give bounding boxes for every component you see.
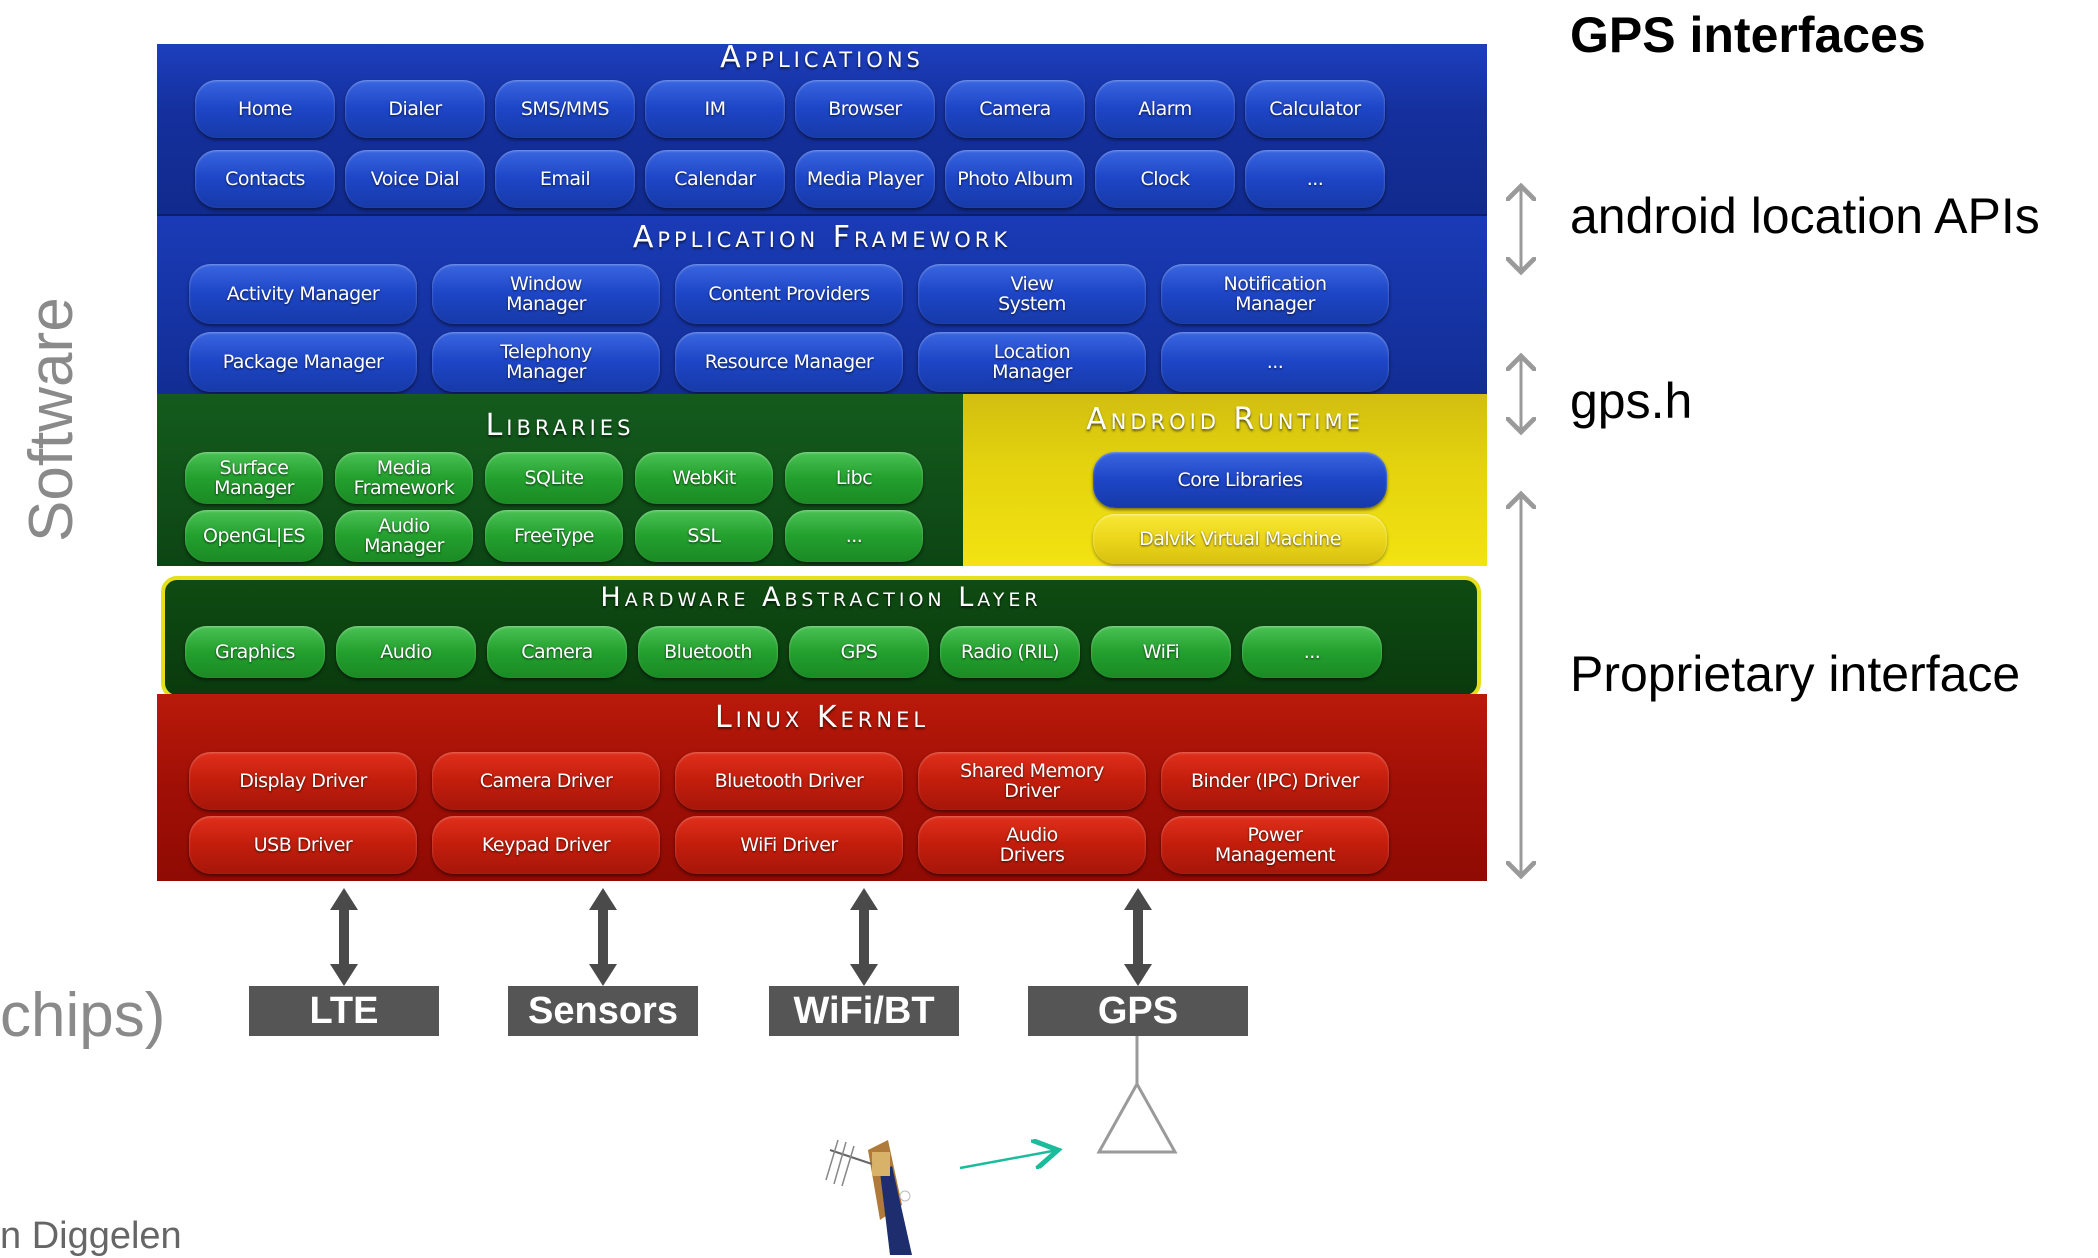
layer-item-contacts: Contacts [195, 150, 335, 208]
gps-double-arrow [1124, 888, 1152, 986]
layer-item-resource-manager: Resource Manager [675, 332, 903, 392]
hal-item-audio: Audio [336, 626, 476, 678]
runtime-item-dalvik-virtual-machine: Dalvik Virtual Machine [1093, 514, 1387, 564]
hal-item-camera: Camera [487, 626, 627, 678]
layer-item-display-driver: Display Driver [189, 752, 417, 810]
layer-item-more: ... [785, 510, 923, 562]
chip-connector-arrows [330, 888, 1152, 986]
layer-item-home: Home [195, 80, 335, 138]
layer-item-location-manager: Location Manager [918, 332, 1146, 392]
chip-sensors: Sensors [508, 986, 698, 1036]
layer-item-voice-dial: Voice Dial [345, 150, 485, 208]
layer-item-bluetooth-driver: Bluetooth Driver [675, 752, 903, 810]
layer-item-freetype: FreeType [485, 510, 623, 562]
layer-item-shared-memory-driver: Shared Memory Driver [918, 752, 1146, 810]
hal-item-gps: GPS [789, 626, 929, 678]
hal-item-radio-ril: Radio (RIL) [940, 626, 1080, 678]
layer-item-window-manager: Window Manager [432, 264, 660, 324]
wifi-bt-double-arrow [850, 888, 878, 986]
hal-item-bluetooth: Bluetooth [638, 626, 778, 678]
layer-item-libc: Libc [785, 452, 923, 504]
antenna-icon [1096, 1036, 1178, 1154]
layer-item-notification-manager: Notification Manager [1161, 264, 1389, 324]
layer-item-more: ... [1161, 332, 1389, 392]
satellite-icon [825, 1139, 912, 1255]
layer-item-photo-album: Photo Album [945, 150, 1085, 208]
layer-item-im: IM [645, 80, 785, 138]
layer-item-power-management: Power Management [1161, 816, 1389, 874]
chip-gps: GPS [1028, 986, 1248, 1036]
layer-item-audio-drivers: Audio Drivers [918, 816, 1146, 874]
layer-item-binder-ipc-driver: Binder (IPC) Driver [1161, 752, 1389, 810]
layer-item-webkit: WebKit [635, 452, 773, 504]
sensors-double-arrow [589, 888, 617, 986]
layer-item-package-manager: Package Manager [189, 332, 417, 392]
layer-item-opengl-es: OpenGL|ES [185, 510, 323, 562]
layer-item-alarm: Alarm [1095, 80, 1235, 138]
gps-interfaces-heading: GPS interfaces [1570, 7, 1926, 63]
kernel-title: Linux Kernel [714, 700, 930, 735]
layer-item-usb-driver: USB Driver [189, 816, 417, 874]
layer-item-sqlite: SQLite [485, 452, 623, 504]
libraries-title: Libraries [485, 408, 635, 443]
chip-wifi-bt: WiFi/BT [769, 986, 959, 1036]
layer-item-email: Email [495, 150, 635, 208]
applications-title: Applications [720, 40, 924, 75]
hal-item-wifi: WiFi [1091, 626, 1231, 678]
chip-lte: LTE [249, 986, 439, 1036]
layer-item-ssl: SSL [635, 510, 773, 562]
layer-item-calendar: Calendar [645, 150, 785, 208]
lte-double-arrow [330, 888, 358, 986]
hal-item-more: ... [1242, 626, 1382, 678]
layer-item-sms-mms: SMS/MMS [495, 80, 635, 138]
linux-kernel-layer: Linux Kernel Display Driver Camera Driver… [157, 694, 1487, 881]
layer-item-dialer: Dialer [345, 80, 485, 138]
author-label: n Diggelen [0, 1215, 182, 1257]
layer-item-wifi-driver: WiFi Driver [675, 816, 903, 874]
runtime-item-core-libraries: Core Libraries [1093, 452, 1387, 508]
layer-item-camera-driver: Camera Driver [432, 752, 660, 810]
hal-title: Hardware Abstraction Layer [600, 582, 1042, 613]
layer-item-clock: Clock [1095, 150, 1235, 208]
runtime-title: Android Runtime [1086, 402, 1364, 437]
layer-item-more: ... [1245, 150, 1385, 208]
signal-arrow [959, 1150, 1058, 1168]
proprietary-interface-label: Proprietary interface [1570, 646, 2021, 702]
layer-item-view-system: View System [918, 264, 1146, 324]
layer-item-browser: Browser [795, 80, 935, 138]
gps-h-label: gps.h [1570, 373, 1693, 429]
layer-item-content-providers: Content Providers [675, 264, 903, 324]
layer-item-calculator: Calculator [1245, 80, 1385, 138]
framework-title: Application Framework [632, 220, 1012, 255]
layer-item-telephony-manager: Telephony Manager [432, 332, 660, 392]
layer-item-keypad-driver: Keypad Driver [432, 816, 660, 874]
layer-item-camera: Camera [945, 80, 1085, 138]
layer-item-media-framework: Media Framework [335, 452, 473, 504]
layer-item-activity-manager: Activity Manager [189, 264, 417, 324]
location-apis-label: android location APIs [1570, 188, 2040, 244]
layer-item-media-player: Media Player [795, 150, 935, 208]
hal-item-graphics: Graphics [185, 626, 325, 678]
chips-label: chips) [0, 981, 166, 1050]
layer-item-surface-manager: Surface Manager [185, 452, 323, 504]
layer-item-audio-manager: Audio Manager [335, 510, 473, 562]
